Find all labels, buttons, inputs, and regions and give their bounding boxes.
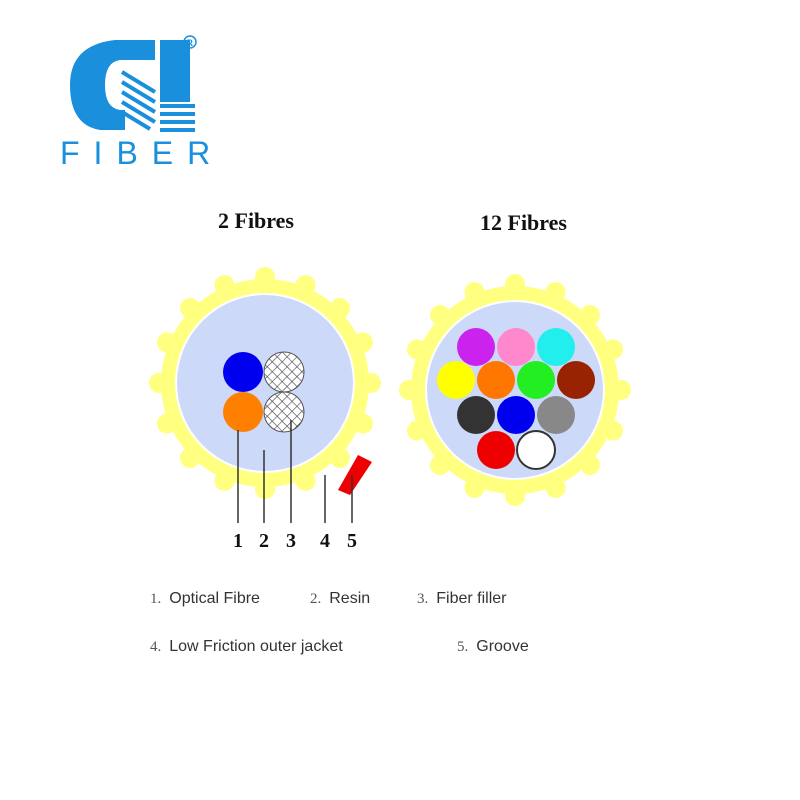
legend-item-3: 3.Fiber filler xyxy=(417,590,507,607)
callout-label-4: 4 xyxy=(320,530,330,552)
cable-2-fibres xyxy=(149,267,381,499)
optical-fibre xyxy=(223,352,263,392)
fiber-filler xyxy=(263,391,305,433)
optical-fibre xyxy=(457,328,495,366)
legend-item-4: 4.Low Friction outer jacket xyxy=(150,638,343,655)
optical-fibre xyxy=(457,396,495,434)
optical-fibre xyxy=(557,361,595,399)
optical-fibre xyxy=(497,396,535,434)
cable-12-fibres xyxy=(399,274,631,506)
optical-fibre xyxy=(517,361,555,399)
optical-fibre xyxy=(497,328,535,366)
optical-fibre xyxy=(537,328,575,366)
svg-text:R: R xyxy=(187,38,194,48)
optical-fibre xyxy=(223,392,263,432)
logo-mark: R xyxy=(70,35,197,132)
callout-label-1: 1 xyxy=(233,530,243,552)
callout-label-2: 2 xyxy=(259,530,269,552)
resin xyxy=(177,295,353,471)
optical-fibre xyxy=(537,396,575,434)
callout-label-3: 3 xyxy=(286,530,296,552)
fiber-filler xyxy=(263,351,305,393)
legend-item-5: 5.Groove xyxy=(457,638,529,655)
logo-text: FIBER xyxy=(60,135,225,171)
optical-fibre xyxy=(477,431,515,469)
legend-item-1: 1.Optical Fibre xyxy=(150,590,260,607)
diagram-title-12-fibres: 12 Fibres xyxy=(480,210,567,235)
optical-fibre xyxy=(437,361,475,399)
optical-fibre xyxy=(477,361,515,399)
diagram-title-2-fibres: 2 Fibres xyxy=(218,208,294,233)
legend-item-2: 2.Resin xyxy=(310,590,371,607)
optical-fibre xyxy=(516,430,556,470)
groove xyxy=(338,455,372,495)
callout-label-5: 5 xyxy=(347,530,357,552)
